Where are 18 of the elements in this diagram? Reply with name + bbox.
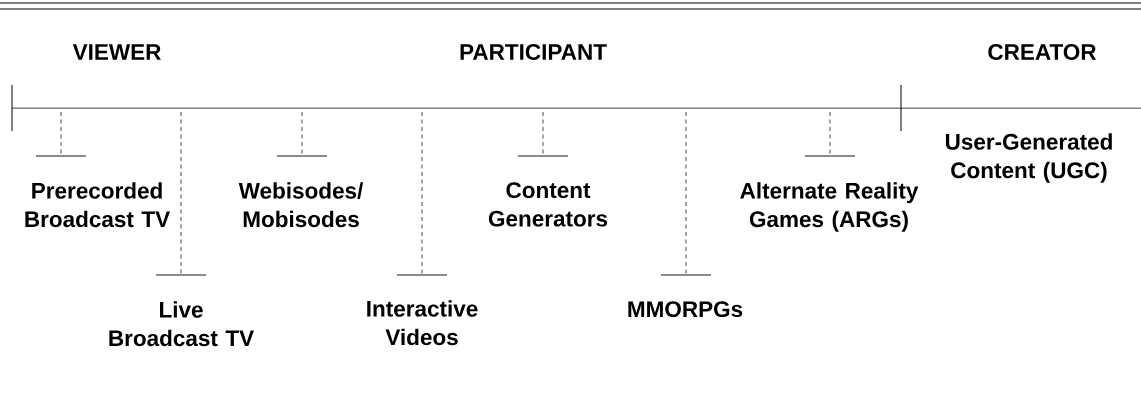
- section-heading: VIEWER: [72, 44, 161, 60]
- section-heading: CREATOR: [988, 44, 1097, 60]
- leader-line: [542, 111, 544, 156]
- category-label: User-Generated Content (UGC): [945, 133, 1112, 183]
- leader-line: [685, 111, 687, 275]
- leader-line: [301, 111, 303, 156]
- category-label: Interactive Videos: [367, 300, 478, 346]
- leader-line: [180, 111, 182, 275]
- category-label: Prerecorded Broadcast TV: [25, 182, 170, 228]
- category-label: Content Generators: [488, 182, 608, 227]
- leader-line: [60, 111, 62, 156]
- category-label: MMORPGs: [628, 301, 743, 318]
- leader-line: [829, 111, 831, 156]
- leader-line: [421, 111, 423, 275]
- section-heading: PARTICIPANT: [460, 44, 607, 60]
- category-label: Live Broadcast TV: [109, 301, 254, 347]
- category-label: Alternate Reality Games (ARGs): [740, 182, 919, 232]
- category-label: Webisodes/ Mobisodes: [238, 182, 364, 228]
